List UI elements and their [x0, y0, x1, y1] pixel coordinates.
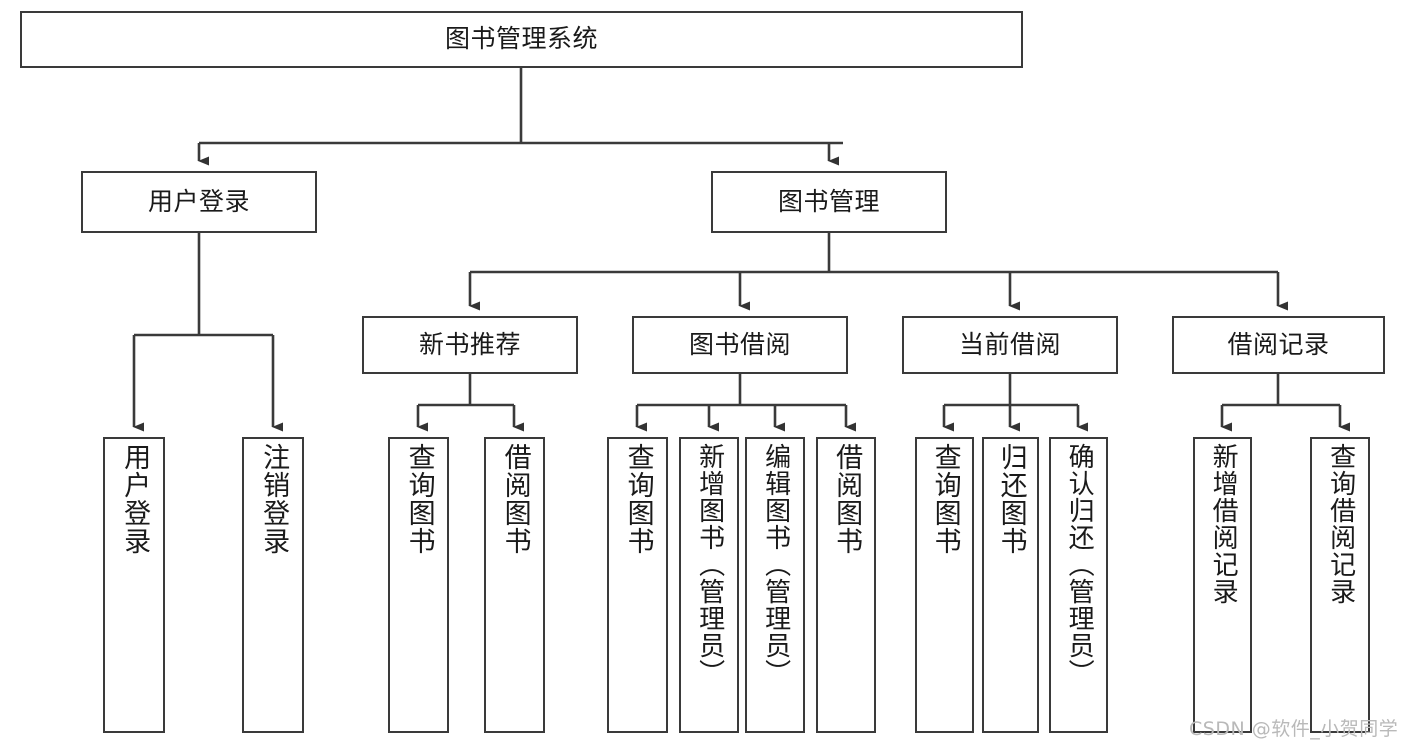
node-user-login[interactable]: 用户登录	[81, 171, 317, 233]
node-current-borrow[interactable]: 当前借阅	[902, 316, 1118, 374]
node-leaf-user-login[interactable]: 用户登录	[103, 437, 165, 733]
node-leaf-query-book-bor[interactable]: 查询图书	[607, 437, 668, 733]
node-leaf-query-record[interactable]: 查询借阅记录	[1310, 437, 1370, 733]
node-leaf-borrow-book[interactable]: 借阅图书	[816, 437, 876, 733]
node-leaf-borrow-book-rec-label: 借阅图书	[499, 443, 531, 555]
node-leaf-edit-book[interactable]: 编辑图书（管理员）	[745, 437, 805, 733]
node-leaf-borrow-book-label: 借阅图书	[831, 443, 863, 555]
node-leaf-query-record-label: 查询借阅记录	[1325, 443, 1356, 605]
node-leaf-query-book-rec[interactable]: 查询图书	[388, 437, 449, 733]
node-book-borrow[interactable]: 图书借阅	[632, 316, 848, 374]
node-leaf-query-book-bor-label: 查询图书	[622, 443, 654, 555]
node-leaf-add-book[interactable]: 新增图书（管理员）	[679, 437, 739, 733]
node-leaf-borrow-book-rec[interactable]: 借阅图书	[484, 437, 545, 733]
node-leaf-add-record[interactable]: 新增借阅记录	[1193, 437, 1252, 733]
node-current-borrow-label: 当前借阅	[958, 329, 1061, 359]
node-leaf-query-book-cur[interactable]: 查询图书	[915, 437, 974, 733]
node-borrow-record[interactable]: 借阅记录	[1172, 316, 1385, 374]
node-leaf-confirm-return[interactable]: 确认归还（管理员）	[1049, 437, 1108, 733]
node-leaf-return-book-label: 归还图书	[995, 443, 1027, 555]
node-leaf-logout-label: 注销登录	[258, 443, 290, 555]
node-leaf-confirm-return-label: 确认归还（管理员）	[1064, 443, 1095, 686]
node-leaf-return-book[interactable]: 归还图书	[982, 437, 1039, 733]
node-book-borrow-label: 图书借阅	[688, 329, 791, 359]
node-book-manage[interactable]: 图书管理	[711, 171, 947, 233]
node-leaf-user-login-label: 用户登录	[119, 443, 151, 555]
node-book-manage-label: 图书管理	[777, 186, 880, 216]
node-user-login-label: 用户登录	[147, 186, 250, 216]
node-new-book-recommend[interactable]: 新书推荐	[362, 316, 578, 374]
node-leaf-logout[interactable]: 注销登录	[242, 437, 304, 733]
node-leaf-add-record-label: 新增借阅记录	[1208, 443, 1239, 605]
node-borrow-record-label: 借阅记录	[1227, 329, 1330, 359]
node-root[interactable]: 图书管理系统	[20, 11, 1023, 68]
node-leaf-edit-book-label: 编辑图书（管理员）	[760, 443, 791, 686]
node-root-label: 图书管理系统	[444, 24, 598, 54]
node-leaf-query-book-rec-label: 查询图书	[403, 443, 435, 555]
node-new-book-recommend-label: 新书推荐	[418, 329, 521, 359]
node-leaf-add-book-label: 新增图书（管理员）	[694, 443, 725, 686]
node-leaf-query-book-cur-label: 查询图书	[929, 443, 961, 555]
